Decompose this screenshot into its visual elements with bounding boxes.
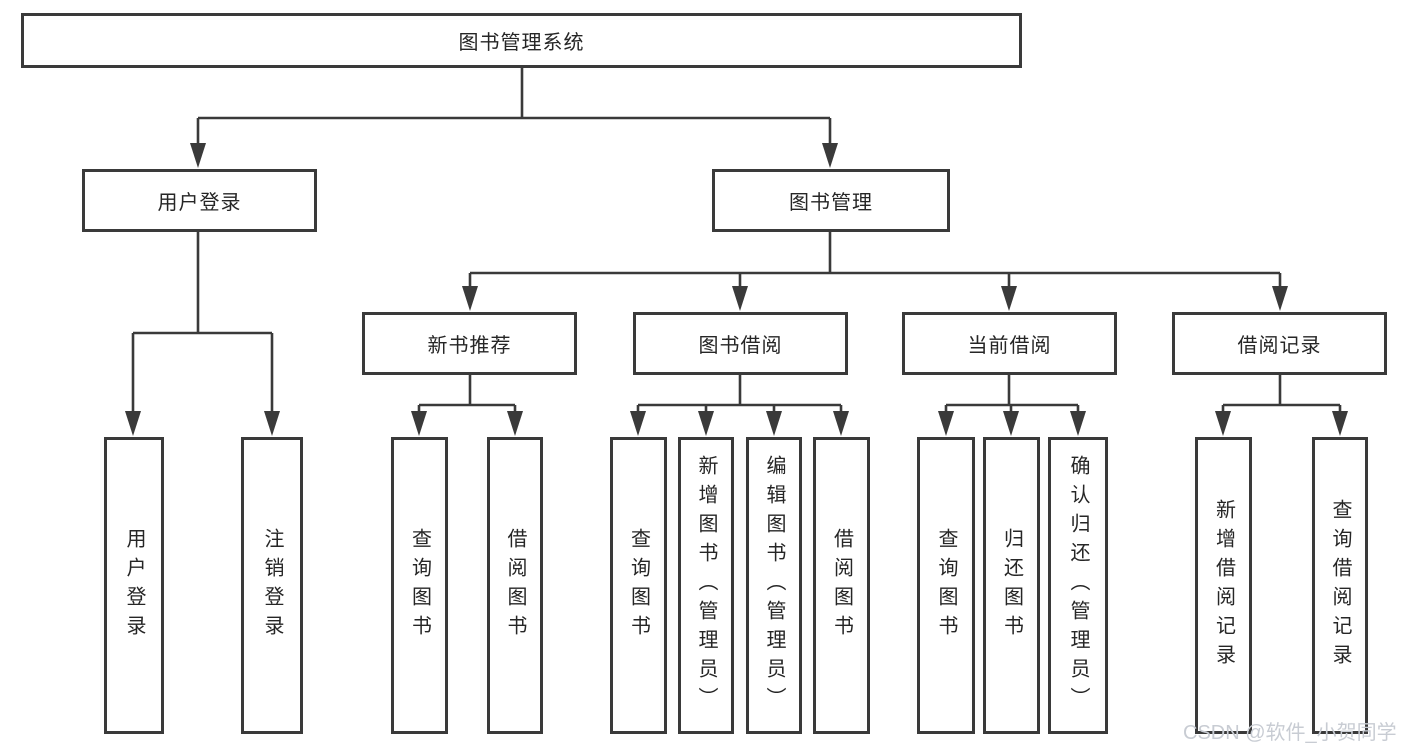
arrow-down-icon: [938, 411, 954, 436]
node-leaf-query-books-1: 查询图书: [391, 437, 448, 734]
arrow-down-icon: [190, 143, 206, 168]
node-leaf-confirm-return-admin: 确认归还（管理员）: [1048, 437, 1108, 734]
node-label: 注销登录: [261, 527, 283, 644]
arrow-down-icon: [264, 411, 280, 436]
csdn-watermark: CSDN @软件_小贺同学: [1183, 722, 1397, 744]
arrow-down-icon: [125, 411, 141, 436]
node-current-borrowing: 当前借阅: [902, 312, 1117, 375]
node-label: 查询图书: [627, 527, 650, 644]
node-label: 借阅记录: [1237, 335, 1322, 357]
node-label: 确认归还（管理员）: [1067, 455, 1089, 716]
node-new-book-recommendation: 新书推荐: [362, 312, 577, 375]
node-label: 查询图书: [408, 527, 431, 644]
node-label: 图书管理系统: [458, 32, 585, 54]
arrow-down-icon: [1070, 411, 1086, 436]
arrow-down-icon: [698, 411, 714, 436]
node-label: 编辑图书（管理员）: [763, 455, 785, 716]
node-leaf-borrow-books-1: 借阅图书: [487, 437, 543, 734]
node-label: 当前借阅: [967, 335, 1052, 357]
node-leaf-return-books: 归还图书: [983, 437, 1040, 734]
node-label: 归还图书: [1000, 527, 1023, 644]
node-label: 用户登录: [123, 527, 145, 644]
node-label: 图书借阅: [698, 335, 783, 357]
arrow-down-icon: [1003, 411, 1019, 436]
arrow-down-icon: [411, 411, 427, 436]
node-label: 用户登录: [157, 192, 242, 214]
node-label: 借阅图书: [830, 527, 853, 644]
arrow-down-icon: [1215, 411, 1231, 436]
node-leaf-query-books-3: 查询图书: [917, 437, 975, 734]
node-leaf-add-borrow-record: 新增借阅记录: [1195, 437, 1252, 734]
arrow-down-icon: [507, 411, 523, 436]
node-leaf-query-books-2: 查询图书: [610, 437, 667, 734]
node-leaf-logout: 注销登录: [241, 437, 303, 734]
arrow-down-icon: [1001, 286, 1017, 311]
node-label: 借阅图书: [504, 527, 526, 644]
node-book-borrowing: 图书借阅: [633, 312, 848, 375]
node-borrowing-records: 借阅记录: [1172, 312, 1387, 375]
node-label: 新书推荐: [427, 335, 512, 357]
node-label: 新增图书（管理员）: [695, 455, 717, 716]
node-label: 查询图书: [935, 527, 957, 644]
node-book-management: 图书管理: [712, 169, 950, 232]
arrow-down-icon: [1332, 411, 1348, 436]
arrow-down-icon: [822, 143, 838, 168]
node-label: 新增借阅记录: [1212, 498, 1235, 673]
node-label: 查询借阅记录: [1329, 498, 1351, 673]
arrow-down-icon: [732, 286, 748, 311]
node-user-login: 用户登录: [82, 169, 317, 232]
arrow-down-icon: [630, 411, 646, 436]
node-leaf-borrow-books-2: 借阅图书: [813, 437, 870, 734]
node-leaf-add-books-admin: 新增图书（管理员）: [678, 437, 734, 734]
node-leaf-edit-books-admin: 编辑图书（管理员）: [746, 437, 802, 734]
arrow-down-icon: [766, 411, 782, 436]
node-library-management-system: 图书管理系统: [21, 13, 1022, 68]
node-leaf-user-login: 用户登录: [104, 437, 164, 734]
node-leaf-query-borrow-record: 查询借阅记录: [1312, 437, 1368, 734]
node-label: 图书管理: [789, 192, 873, 214]
arrow-down-icon: [1272, 286, 1288, 311]
arrow-down-icon: [462, 286, 478, 311]
arrow-down-icon: [833, 411, 849, 436]
